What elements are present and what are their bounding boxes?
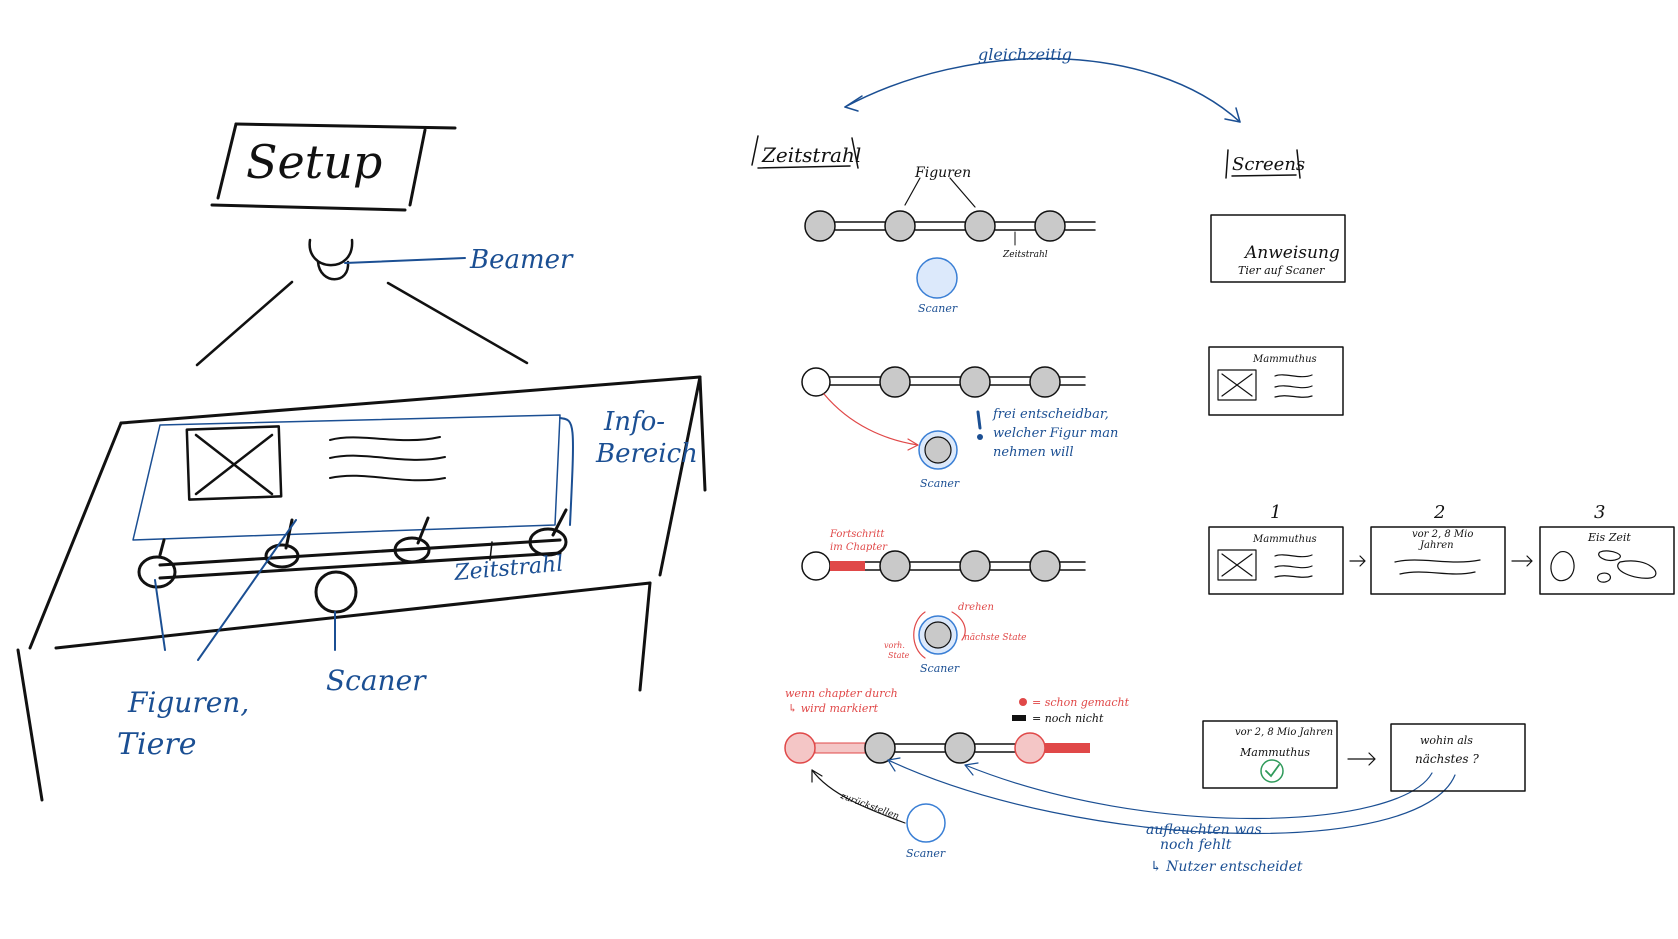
scanned-figure	[924, 436, 952, 464]
scanner-label-3: Scaner	[920, 662, 960, 675]
screen2-title: Mammuthus	[1252, 354, 1317, 365]
scanner-1	[916, 257, 958, 299]
final-box2-line2: nächstes ?	[1415, 752, 1479, 766]
zeitstrahl-row-1: Figuren Zeitstrahl Scaner	[804, 165, 1096, 315]
flow-step2-line1: vor 2, 8 Mio	[1412, 529, 1473, 540]
figures-label: Figuren	[914, 165, 971, 181]
screen-flow: 1 2 3 Mammuthus vor 2, 8 Mio Jahren Eis …	[1208, 502, 1675, 595]
flow-step2-line2: Jahren	[1418, 540, 1454, 551]
zeitstrahl-row-4: wenn chapter durch ↳ wird markiert = sch…	[784, 687, 1456, 875]
info-area: Info- Bereich	[132, 407, 698, 541]
legend-todo: = noch nicht	[1032, 712, 1104, 725]
setup-title: Setup	[246, 135, 382, 189]
row2-note-line1: frei entscheidbar,	[992, 407, 1109, 422]
done-segment	[814, 742, 866, 754]
figure-1	[804, 210, 836, 242]
prev-state-label-line1: vorh.	[884, 641, 905, 650]
highlight-note-line3: ↳ Nutzer entscheidet	[1150, 859, 1303, 875]
figure-2c	[879, 550, 911, 582]
progress-fill	[830, 561, 865, 571]
zeitstrahl-heading: Zeitstrahl	[751, 135, 861, 169]
highlight-note-line1: aufleuchten was	[1146, 822, 1262, 838]
prev-state-label-line2: State	[888, 651, 910, 660]
zeitstrahl-column: Zeitstrahl Figuren Zeitstrahl Scaner	[751, 135, 1456, 875]
todo-segment	[1030, 743, 1090, 753]
return-label: zurückstellen	[838, 791, 900, 822]
screen-instruction: Anweisung Tier auf Scaner	[1210, 214, 1346, 283]
figure-4b	[1029, 366, 1061, 398]
rotate-label: drehen	[958, 602, 994, 613]
progress-label-line2: im Chapter	[830, 542, 888, 553]
figure-3b	[959, 366, 991, 398]
figure-2	[884, 210, 916, 242]
highlight-note-line2: noch fehlt	[1160, 837, 1232, 853]
figure-4-2	[864, 732, 896, 764]
scanner-label-2: Scaner	[920, 477, 960, 490]
screens-heading-text: Screens	[1232, 154, 1305, 175]
info-label-line2: Bereich	[595, 439, 698, 469]
scanned-figure-3	[924, 621, 952, 649]
flow-step1-number: 1	[1270, 502, 1281, 523]
setup-sketch: Setup Beamer	[16, 122, 707, 802]
final-box1-line2: Mammuthus	[1239, 746, 1310, 759]
chapter-note-line1: wenn chapter durch	[785, 687, 898, 700]
scanner-label-1: Scaner	[918, 302, 958, 315]
figure-4c	[1029, 550, 1061, 582]
figure-done	[784, 732, 816, 764]
progress-label-line1: Fortschritt	[829, 529, 885, 540]
chapter-note-line2: ↳ wird markiert	[788, 702, 879, 715]
flow-step2-number: 2	[1433, 502, 1445, 523]
figures-label-line1: Figuren,	[127, 686, 249, 719]
screen-final: vor 2, 8 Mio Jahren Mammuthus wohin als …	[1202, 720, 1526, 792]
next-state-label: nächste State	[964, 633, 1027, 643]
table-timeline: Zeitstrahl Scaner Figuren, Tiere	[117, 508, 568, 762]
scanner-label-4: Scaner	[906, 847, 946, 860]
figure-3c	[959, 550, 991, 582]
final-box1-line1: vor 2, 8 Mio Jahren	[1235, 727, 1333, 738]
timeline-label: Zeitstrahl	[452, 552, 564, 587]
screen1-line1: Anweisung	[1243, 243, 1340, 263]
scanner-label: Scaner	[326, 664, 427, 697]
figure-3	[964, 210, 996, 242]
flow-step1-title: Mammuthus	[1252, 534, 1317, 545]
zeitstrahl-row-3: Fortschritt im Chapter drehen nächste St…	[801, 529, 1086, 675]
simultaneous-arc: gleichzeitig	[844, 45, 1241, 123]
empty-slot-3	[801, 551, 831, 581]
figure-4-4	[1014, 732, 1046, 764]
setup-title-box: Setup	[210, 122, 457, 212]
figures-label-line2: Tiere	[117, 727, 196, 762]
zeitstrahl-heading-text: Zeitstrahl	[761, 143, 861, 167]
timeline-small-label: Zeitstrahl	[1002, 250, 1048, 260]
simultaneous-label: gleichzeitig	[978, 45, 1072, 64]
figure-2b	[879, 366, 911, 398]
screens-column: Screens Anweisung Tier auf Scaner Mammut…	[1202, 149, 1675, 792]
scanner-4	[906, 803, 946, 843]
screens-heading: Screens	[1225, 149, 1305, 179]
flow-step3-number: 3	[1594, 502, 1605, 523]
figure-4-3	[944, 732, 976, 764]
row2-note-line2: welcher Figur man	[993, 426, 1118, 441]
check-icon	[1260, 759, 1284, 783]
zeitstrahl-row-2: Scaner frei entscheidbar, welcher Figur …	[801, 366, 1118, 490]
row2-note-line3: nehmen will	[993, 445, 1074, 460]
table	[16, 375, 707, 802]
figure-4	[1034, 210, 1066, 242]
empty-slot	[801, 367, 831, 397]
final-box2-line1: wohin als	[1420, 734, 1473, 747]
beamer: Beamer	[195, 238, 574, 367]
flow-step3-title: Eis Zeit	[1587, 531, 1631, 544]
beamer-label: Beamer	[469, 245, 574, 275]
legend-done: = schon gemacht	[1032, 696, 1130, 709]
info-label-line1: Info-	[603, 407, 665, 437]
screen1-line2: Tier auf Scaner	[1238, 264, 1325, 277]
screen-mammuthus: Mammuthus	[1208, 346, 1344, 416]
